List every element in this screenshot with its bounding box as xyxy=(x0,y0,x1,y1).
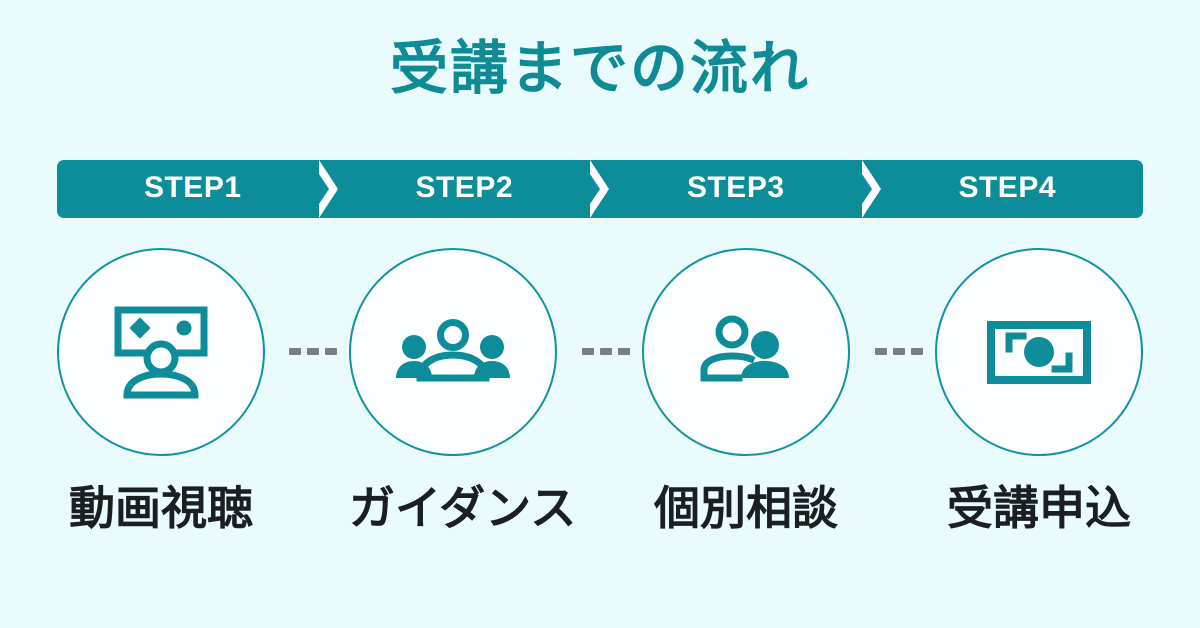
step-item-2[interactable]: STEP2 xyxy=(329,160,609,218)
dash-segment xyxy=(289,347,301,355)
dash-segment xyxy=(911,347,923,355)
flow-node-1[interactable] xyxy=(57,248,265,456)
step-label-3: STEP3 xyxy=(686,171,785,204)
flow-caption-2: ガイダンス xyxy=(349,482,577,534)
flow-caption-3: 個別相談 xyxy=(654,482,838,534)
dash-segment xyxy=(325,347,337,355)
banknote-money-icon xyxy=(987,321,1091,384)
two-people-consultation-icon xyxy=(700,315,789,382)
dashed-line-connector xyxy=(582,346,630,356)
icon-circle-3 xyxy=(642,248,850,456)
icon-circle-1 xyxy=(57,248,265,456)
flow-node-2[interactable] xyxy=(349,248,557,456)
step-label-2: STEP2 xyxy=(415,171,514,204)
dash-segment xyxy=(582,347,594,355)
step-label-1: STEP1 xyxy=(143,171,242,204)
flow-caption-1: 動画視聴 xyxy=(69,482,253,534)
icon-circle-4 xyxy=(935,248,1143,456)
icon-circle-2 xyxy=(349,248,557,456)
page-title: 受講までの流れ xyxy=(389,36,810,101)
step-item-3[interactable]: STEP3 xyxy=(600,160,881,218)
flow-caption-4: 受講申込 xyxy=(947,482,1131,534)
step-label-4: STEP4 xyxy=(958,171,1057,204)
step-item-4[interactable]: STEP4 xyxy=(872,160,1144,218)
dash-segment xyxy=(875,347,887,355)
dash-segment xyxy=(600,347,612,355)
flow-nodes-row xyxy=(57,248,1143,456)
flow-node-3[interactable] xyxy=(642,248,850,456)
video-monitor-person-icon xyxy=(114,306,208,399)
step-bar: STEP1 STEP2 STEP3 STEP4 xyxy=(57,160,1143,218)
dashed-line-connector xyxy=(875,346,923,356)
dash-segment xyxy=(307,347,319,355)
dash-segment xyxy=(893,347,905,355)
dash-segment xyxy=(618,347,630,355)
flow-node-4[interactable] xyxy=(935,248,1143,456)
dashed-line-connector xyxy=(289,346,337,356)
step-item-1[interactable]: STEP1 xyxy=(57,160,338,218)
group-three-people-icon xyxy=(396,319,510,382)
flow-captions-row: 動画視聴 ガイダンス 個別相談 受講申込 xyxy=(57,475,1143,545)
